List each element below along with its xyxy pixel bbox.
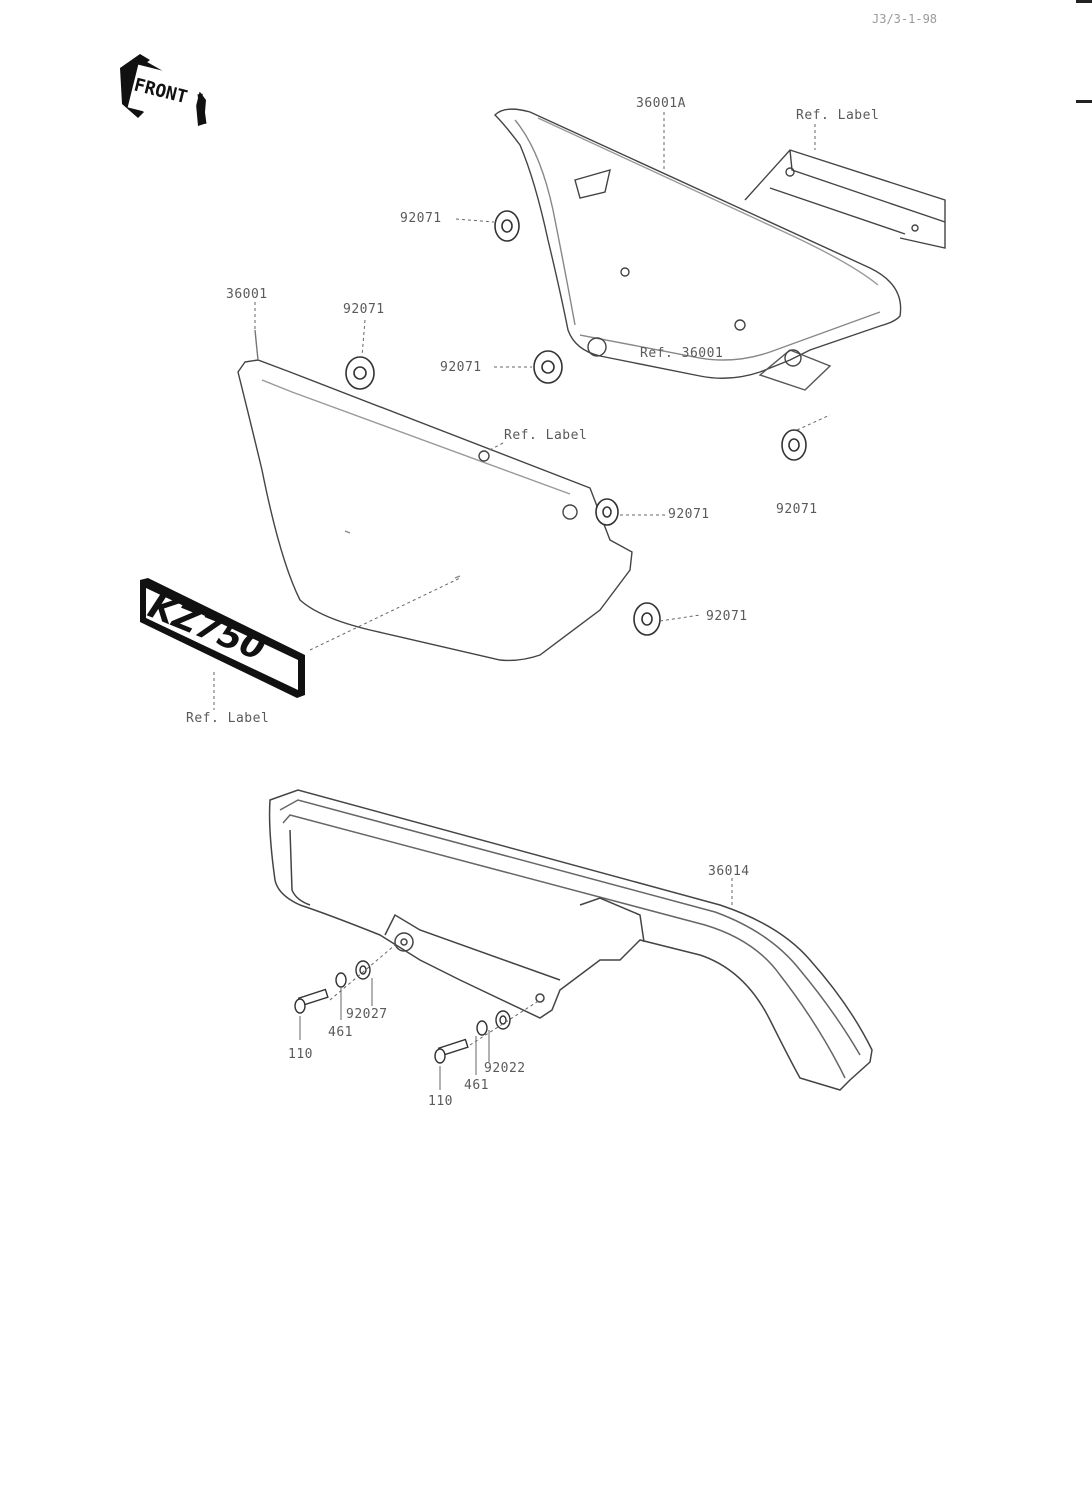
callout-grommet-a: 92071 — [400, 211, 442, 226]
emblem-text: KZ750 — [143, 586, 271, 669]
callout-damper-1: 92027 — [346, 1007, 388, 1022]
side-cover — [237, 329, 633, 662]
edge-mark-top — [1076, 0, 1092, 3]
callout-grommet-b: 92071 — [343, 302, 385, 317]
kz750-emblem: KZ750 — [140, 578, 305, 698]
callout-chain-cover: 36014 — [708, 864, 750, 879]
grommet-icon — [345, 210, 807, 636]
callout-tail-cover: 36001A — [636, 96, 686, 111]
tail-cover — [494, 108, 902, 391]
front-logo: FRONT — [120, 54, 207, 126]
callout-side-cover: 36001 — [226, 287, 268, 302]
callout-ref-label-top: Ref. Label — [796, 108, 880, 123]
callout-ref-label-mid: Ref. Label — [504, 428, 588, 443]
washer-icon — [335, 972, 488, 1036]
chain-cover — [268, 789, 873, 1091]
callout-ref-36001: Ref. 36001 — [640, 346, 724, 361]
tail-rear-tray — [744, 149, 946, 249]
callout-grommet-f: 92071 — [706, 609, 748, 624]
callout-grommet-d: 92071 — [668, 507, 710, 522]
callout-bolt-1: 110 — [288, 1047, 313, 1062]
callout-ref-label-emblem: Ref. Label — [186, 711, 270, 726]
header-page-code: J3/3-1-98 — [872, 12, 938, 26]
callout-grommet-c: 92071 — [440, 360, 482, 375]
callout-bolt-2: 110 — [428, 1094, 453, 1109]
callout-grommet-e: 92071 — [776, 502, 818, 517]
edge-mark-right — [1076, 100, 1092, 103]
callout-washer-1: 461 — [328, 1025, 353, 1040]
leader-lines — [213, 112, 831, 905]
callout-damper-2: 92022 — [484, 1061, 526, 1076]
bolt-icon — [294, 988, 469, 1064]
hardware-leaders — [299, 944, 541, 1090]
callout-washer-2: 461 — [464, 1078, 489, 1093]
